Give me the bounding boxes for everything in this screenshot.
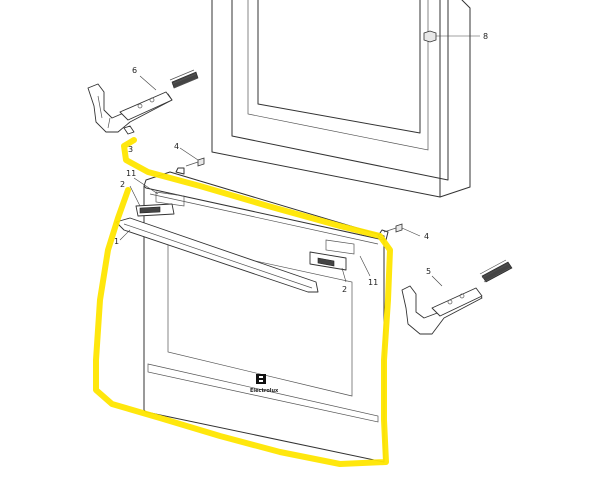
brand-logo-text: Electrolux	[250, 388, 279, 394]
inner-glass-panels	[211, 0, 471, 198]
callout-6: 6	[132, 66, 137, 75]
hinge-receptacle-right	[309, 251, 347, 283]
brand-logo: Electrolux	[250, 374, 279, 394]
callout-4-right: 4	[424, 232, 429, 241]
callout-11-right: 11	[368, 278, 378, 287]
hinge-receptacle-left	[129, 185, 175, 217]
spacer-pad-left	[133, 177, 185, 207]
callout-11-left: 11	[126, 169, 136, 178]
highlight-outline	[93, 137, 393, 467]
outer-door-glass	[143, 167, 389, 463]
hinge-right-part	[401, 259, 513, 335]
callout-4-top: 4	[174, 142, 179, 151]
door-handle-part	[115, 217, 319, 293]
spacer-pad-right	[325, 239, 371, 277]
callout-1: 1	[114, 237, 119, 246]
glass-clip-part	[423, 30, 480, 43]
screw-right-part	[383, 223, 421, 237]
hinge-left-part	[87, 69, 199, 135]
screw-top-part	[179, 147, 205, 167]
callout-3: 3	[128, 145, 133, 154]
callout-2-left: 2	[120, 180, 125, 189]
callout-2-right: 2	[342, 285, 347, 294]
callout-8: 8	[483, 32, 488, 41]
callout-5: 5	[426, 267, 431, 276]
